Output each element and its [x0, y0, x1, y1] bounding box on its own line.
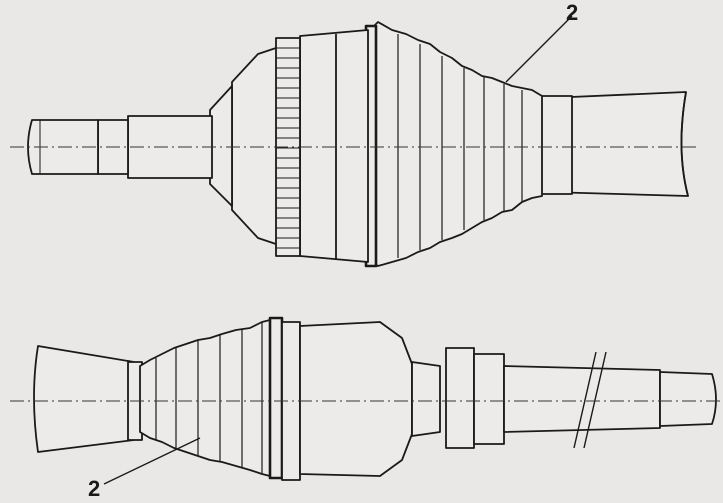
top-abs-ring-teeth	[276, 47, 300, 249]
bottom-joint-housing	[281, 321, 301, 481]
bottom-hub-nut	[445, 347, 475, 449]
bottom-boot-folds	[155, 322, 263, 474]
top-shaft-break	[680, 91, 689, 197]
top-neck	[209, 85, 233, 207]
bottom-hub-ring	[473, 353, 505, 445]
bottom-boot-bellows	[139, 319, 271, 477]
callout-label-bottom: 2	[88, 476, 101, 501]
bottom-shaft-assembly	[33, 316, 717, 481]
top-boot-folds	[397, 34, 523, 258]
bottom-shaft-break	[573, 351, 607, 449]
bottom-main-shaft	[33, 345, 135, 453]
top-boot-bellows	[371, 21, 543, 267]
bottom-housing-body	[299, 321, 413, 477]
top-callout-leader	[505, 15, 573, 83]
bottom-callout-leader	[103, 437, 201, 485]
callout-label-top: 2	[566, 0, 579, 25]
top-shaft-assembly	[27, 21, 689, 268]
bottom-boot-clamp	[268, 316, 284, 480]
bottom-housing-step	[411, 361, 441, 437]
bottom-output-tip	[659, 371, 717, 427]
top-shaft-collar	[539, 95, 573, 195]
top-joint-housing	[299, 29, 369, 263]
bottom-output-shaft	[503, 365, 661, 433]
